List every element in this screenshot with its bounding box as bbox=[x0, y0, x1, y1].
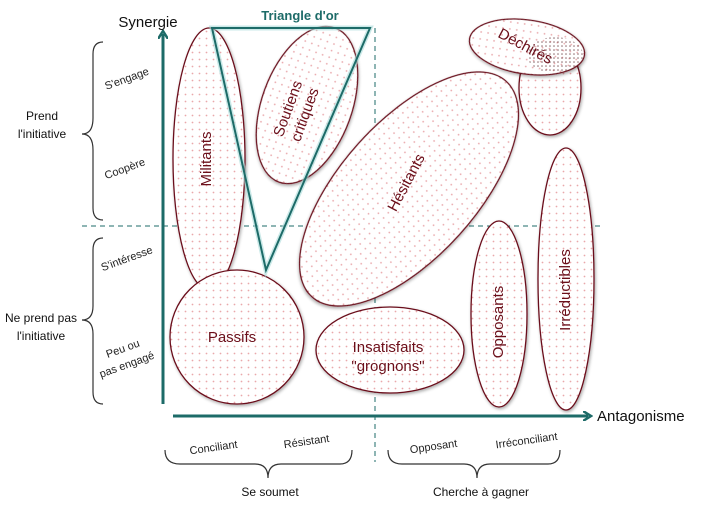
bottom-sub-irreconciliant: Irréconciliant bbox=[495, 431, 558, 452]
label-militants: Militants bbox=[198, 131, 215, 186]
ellipse-irreductibles bbox=[537, 147, 595, 411]
x-axis-label: Antagonisme bbox=[597, 408, 685, 425]
label-insatisfaits: Insatisfaits bbox=[353, 339, 424, 356]
bottom-group-se-soumet: Se soumet bbox=[241, 485, 299, 499]
label-passifs: Passifs bbox=[208, 329, 256, 346]
dechires-overlap-shading bbox=[527, 37, 583, 73]
brace-se-soumet bbox=[164, 449, 353, 479]
left-sub-sengage: S'engage bbox=[103, 66, 150, 93]
brace-cherche-a-gagner bbox=[387, 449, 561, 479]
golden-triangle-label: Triangle d'or bbox=[261, 8, 339, 23]
left-sub-sinteresse: S'intéresse bbox=[100, 244, 155, 274]
left-sub-coopere: Coopère bbox=[103, 156, 147, 182]
ellipse-passifs bbox=[169, 269, 305, 405]
bottom-sub-opposant: Opposant bbox=[409, 438, 458, 457]
bottom-group-cherche-a-gagner: Cherche à gagner bbox=[433, 485, 529, 499]
bottom-sub-conciliant: Conciliant bbox=[189, 439, 239, 458]
ellipse-opposants bbox=[470, 220, 528, 408]
left-group-1-line-2: l'initiative bbox=[18, 127, 67, 141]
ellipse-hesitants bbox=[298, 71, 520, 307]
brace-prend-initiative bbox=[81, 41, 104, 221]
left-group-2-line-2: l'initiative bbox=[17, 329, 66, 343]
brace-ne-prend-pas bbox=[81, 237, 104, 405]
bottom-sub-resistant: Résistant bbox=[283, 433, 330, 451]
y-axis-label: Synergie bbox=[118, 14, 177, 31]
ellipse-insatisfaits bbox=[315, 306, 465, 394]
label-irreductibles: Irréductibles bbox=[557, 249, 574, 331]
label-grognons: "grognons" bbox=[351, 358, 424, 375]
left-group-2-line-1: Ne prend pas bbox=[5, 311, 77, 325]
left-group-1-line-1: Prend bbox=[26, 109, 58, 123]
label-opposants: Opposants bbox=[490, 286, 507, 359]
